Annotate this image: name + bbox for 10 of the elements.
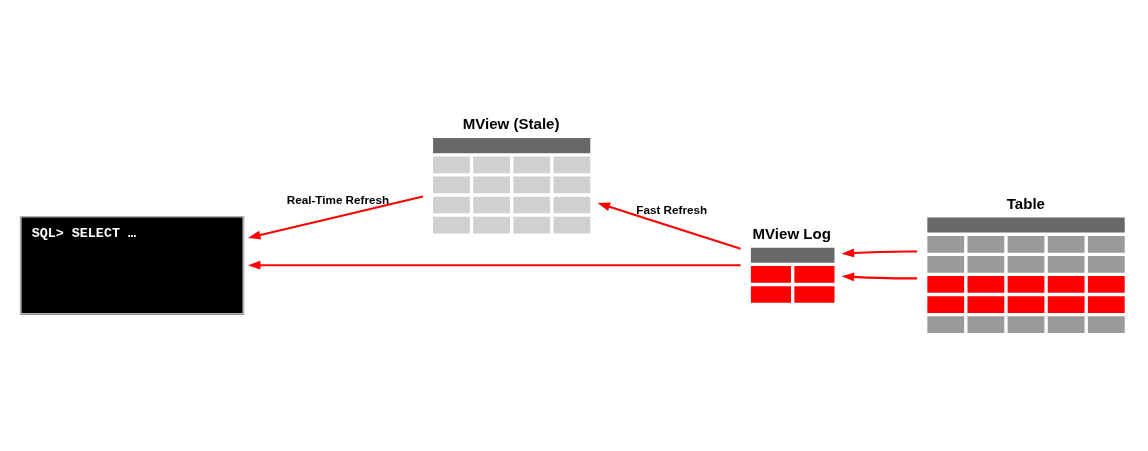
- edge-label: Fast Refresh: [636, 203, 708, 217]
- edge-label: Real-Time Refresh: [286, 192, 390, 206]
- arrow: [247, 260, 741, 270]
- arrow: [841, 272, 918, 282]
- arrow: [597, 202, 741, 250]
- arrow: [841, 248, 918, 258]
- node-label: MView Log: [752, 224, 831, 242]
- node-label: Table: [1006, 194, 1045, 212]
- node-label: MView (Stale): [462, 115, 560, 133]
- arrow: [247, 195, 424, 240]
